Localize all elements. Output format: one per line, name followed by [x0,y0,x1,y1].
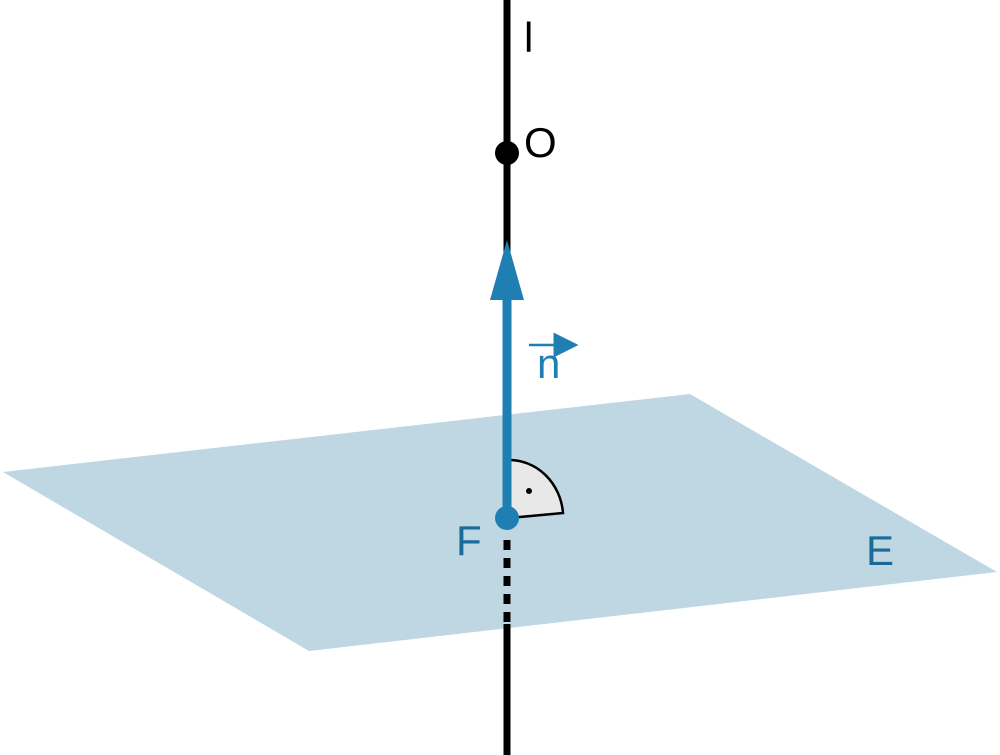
label-point-o: O [524,119,557,166]
label-line-l: l [524,14,533,61]
right-angle-marker [507,458,565,520]
label-plane-e: E [866,527,894,574]
point-f [495,506,519,530]
label-point-f: F [456,517,482,564]
right-angle-dot [526,488,532,494]
point-o [495,141,519,165]
label-vector-n: n [537,340,560,387]
normal-vector-arrowhead [490,240,524,300]
